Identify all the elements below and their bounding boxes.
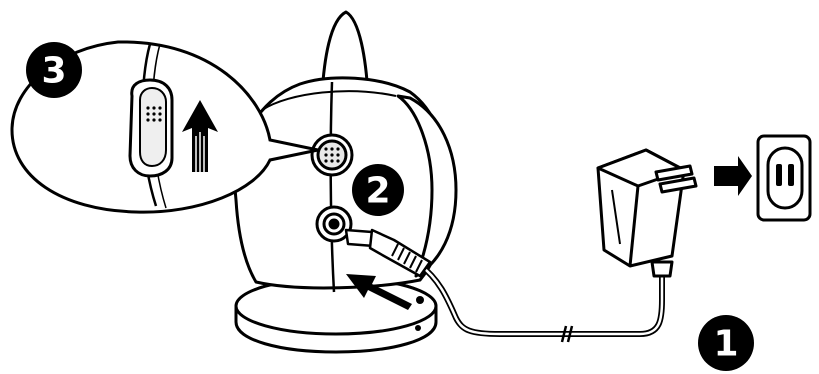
power-adapter xyxy=(598,150,696,276)
camera-unit xyxy=(235,12,456,352)
step-number-3: 3 xyxy=(41,51,66,92)
power-switch xyxy=(130,80,172,176)
outlet-arrow xyxy=(714,156,752,196)
step-badge-2: 2 xyxy=(352,164,404,216)
step-number-2: 2 xyxy=(365,171,390,212)
step-badge-1: 1 xyxy=(698,315,754,371)
step-badge-3: 3 xyxy=(26,42,82,98)
power-cable xyxy=(420,262,662,342)
power-switch-small xyxy=(312,135,352,175)
wall-outlet xyxy=(758,136,810,220)
step-number-1: 1 xyxy=(713,324,738,365)
